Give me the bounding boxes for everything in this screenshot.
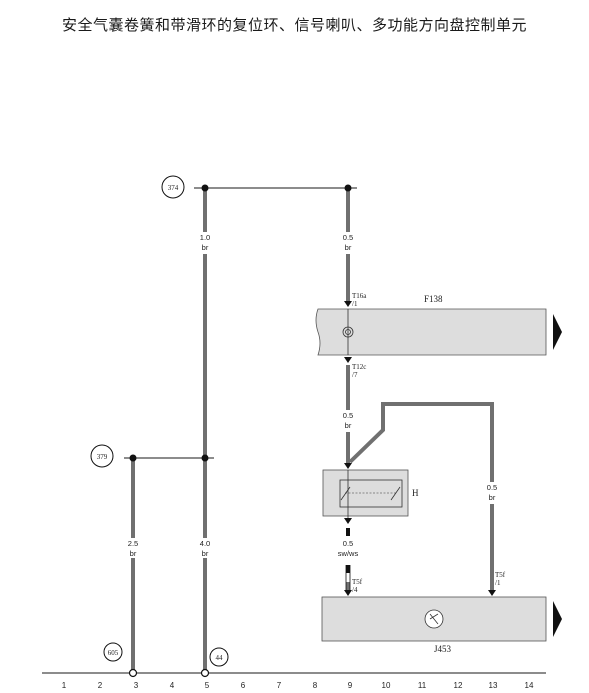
horn-switch-contact: [340, 486, 351, 501]
ref-circle-44: [209, 647, 229, 667]
column-tick: 10: [382, 681, 391, 690]
ref-label-379: 379: [97, 453, 108, 461]
control-unit-icon-stroke: [429, 613, 439, 625]
wire-label-color: br: [130, 549, 137, 558]
column-tick: 2: [98, 681, 103, 690]
junction-dot: [129, 454, 137, 462]
clock-spring-icon: [342, 326, 354, 338]
wire-label-size: 2.5: [128, 539, 138, 548]
connector-arrow: [344, 463, 352, 469]
component-label-h: H: [412, 488, 419, 498]
ref-label-374: 374: [168, 184, 179, 192]
wire-label-color: br: [202, 549, 209, 558]
connector-arrow: [344, 590, 352, 596]
ground-terminal-44: [200, 668, 210, 678]
connector-arrow: [344, 518, 352, 524]
ground-terminal-605: [128, 668, 138, 678]
ref-label-44: 44: [216, 654, 224, 662]
wire-label-size: 1.0: [200, 233, 210, 242]
column-tick: 11: [418, 681, 427, 690]
ref-circle-374: [161, 175, 185, 199]
wire-label-size: 0.5: [343, 233, 353, 242]
ref-circle-605: [103, 642, 123, 662]
connector-arrow: [488, 590, 496, 596]
pin-label-number: /1: [352, 300, 358, 308]
wire-label-size: 0.5: [487, 483, 497, 492]
j453-continue-arrow: [553, 601, 562, 637]
wire-label-color: br: [202, 243, 209, 252]
wire-label-color: br: [345, 421, 352, 430]
column-tick: 12: [454, 681, 463, 690]
column-tick: 9: [348, 681, 353, 690]
column-tick: 14: [525, 681, 534, 690]
pin-label-number: /4: [352, 586, 358, 594]
f138-continue-arrow: [553, 314, 562, 350]
column-tick: 4: [170, 681, 175, 690]
column-ticks: 1 2 3 4 5 6 7 8 9 10 11 12 13 14: [62, 681, 534, 690]
column-tick: 5: [205, 681, 210, 690]
column-tick: 3: [134, 681, 139, 690]
wire-label-color: sw/ws: [338, 549, 359, 558]
clock-spring-icon-inner: [345, 329, 351, 335]
wire-label-size: 0.5: [343, 539, 353, 548]
f138-component-box: [315, 308, 547, 356]
pin-label-number: /7: [352, 371, 358, 379]
connector-arrow: [344, 357, 352, 363]
ref-label-605: 605: [108, 649, 119, 657]
connector-arrow: [344, 301, 352, 307]
pin-label-number: /1: [495, 579, 501, 587]
junction-dot: [344, 184, 352, 192]
column-tick: 6: [241, 681, 246, 690]
column-tick: 1: [62, 681, 67, 690]
column-tick: 8: [313, 681, 318, 690]
wire-label-size: 0.5: [343, 411, 353, 420]
ref-circle-379: [90, 444, 114, 468]
diagram-title: 安全气囊卷簧和带滑环的复位环、信号喇叭、多功能方向盘控制单元: [61, 16, 527, 34]
horn-switch-inner-box: [339, 479, 403, 508]
column-tick: 13: [489, 681, 498, 690]
component-label-j453: J453: [434, 644, 452, 654]
pin-label-connector: T16a: [352, 292, 367, 300]
column-tick: 7: [277, 681, 282, 690]
pin-label-connector: T12c: [352, 363, 366, 371]
wire-label-size: 4.0: [200, 539, 210, 548]
wire-label-color: br: [489, 493, 496, 502]
wire-col13-loop: [348, 402, 494, 482]
pin-label-connector: T5f: [352, 578, 363, 586]
horn-switch-box: [322, 469, 409, 517]
horn-switch-contact: [390, 486, 401, 501]
pin-label-connector: T5f: [495, 571, 506, 579]
junction-dot: [201, 454, 209, 462]
component-label-f138: F138: [424, 294, 443, 304]
control-unit-icon-stroke: [429, 613, 439, 620]
wire-label-color: br: [345, 243, 352, 252]
junction-dot: [201, 184, 209, 192]
